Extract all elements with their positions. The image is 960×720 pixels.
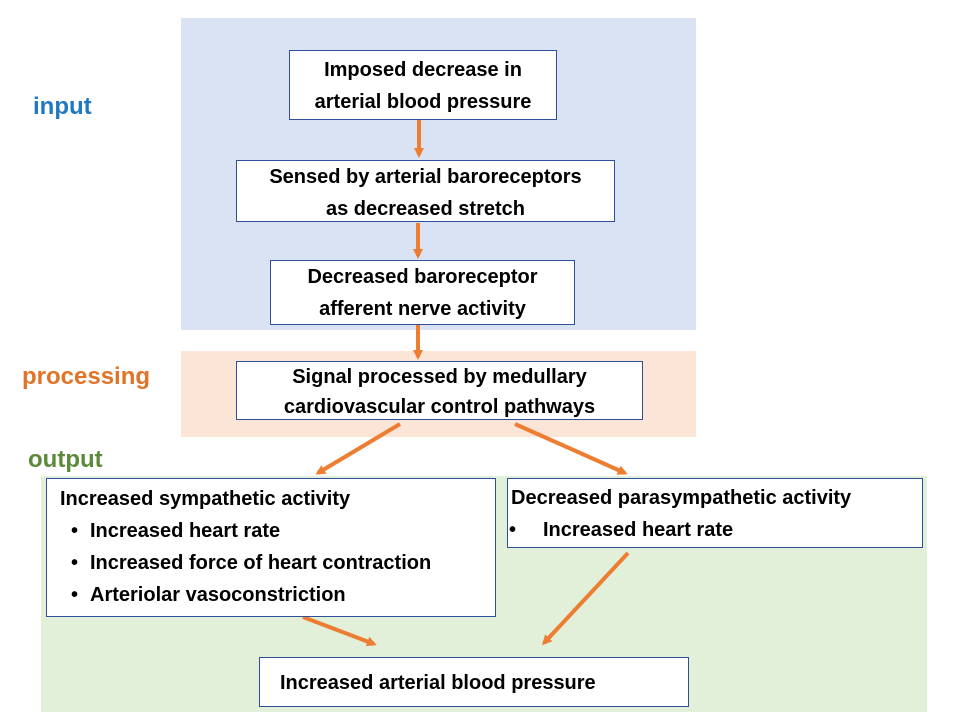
signal-line-1: Signal processed by medullary [292,366,587,388]
parasympathetic-box: Decreased parasympathetic activity Incre… [507,478,923,548]
afferent-line-2: afferent nerve activity [319,298,526,320]
result-box: Increased arterial blood pressure [259,657,689,707]
sympathetic-item-heart-rate: Increased heart rate [60,515,495,547]
sensed-line-2: as decreased stretch [325,198,525,220]
sympathetic-box: Increased sympathetic activity Increased… [46,478,496,617]
arrow-parasympathetic-to-result [541,551,630,646]
result-label: Increased arterial blood pressure [280,672,596,694]
parasympathetic-title: Decreased parasympathetic activity [511,487,852,509]
parasympathetic-list: Increased heart rate [498,514,922,546]
signal-box: Signal processed by medullary cardiovasc… [236,361,643,420]
signal-line-2: cardiovascular control pathways [283,396,596,418]
afferent-box: Decreased baroreceptor afferent nerve ac… [270,260,575,325]
sensed-line-1: Sensed by arterial baroreceptors [269,166,582,188]
sympathetic-item-vasoconstriction: Arteriolar vasoconstriction [60,579,495,611]
sensed-box: Sensed by arterial baroreceptors as decr… [236,160,615,222]
imposed-decrease-box: Imposed decrease in arterial blood press… [289,50,557,120]
arrow-sympathetic-to-result [302,615,377,647]
imposed-decrease-line-1: Imposed decrease in [324,59,522,81]
arrow-signal-to-sympathetic [315,422,402,475]
arrow-signal-to-parasympathetic [514,422,628,475]
parasympathetic-item-heart-rate: Increased heart rate [498,514,922,546]
imposed-decrease-line-2: arterial blood pressure [314,91,532,113]
processing-label: processing [22,363,151,390]
sympathetic-item-force: Increased force of heart contraction [60,547,495,579]
afferent-line-1: Decreased baroreceptor [307,266,538,288]
sympathetic-list: Increased heart rate Increased force of … [60,515,495,611]
sympathetic-title: Increased sympathetic activity [60,488,351,510]
output-label: output [28,446,103,473]
input-label: input [33,93,92,120]
